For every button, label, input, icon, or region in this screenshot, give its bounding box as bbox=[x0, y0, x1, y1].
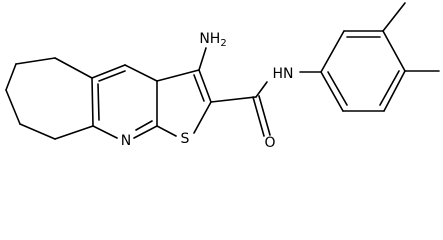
bond bbox=[198, 69, 212, 103]
thiophene-ring bbox=[156, 69, 212, 137]
bond bbox=[156, 125, 177, 137]
bond bbox=[124, 64, 158, 82]
bond bbox=[382, 30, 406, 72]
cycloheptane-ring bbox=[5, 57, 94, 140]
amine-subscript: 2 bbox=[220, 38, 226, 49]
bond bbox=[193, 101, 212, 134]
bond bbox=[54, 125, 94, 140]
bond bbox=[210, 96, 257, 103]
bond bbox=[97, 83, 100, 121]
bond bbox=[5, 63, 17, 91]
bond bbox=[91, 77, 94, 127]
bond bbox=[258, 95, 271, 136]
dimethylphenyl-ring bbox=[299, 2, 440, 112]
molecule-structure: NH2 HN O S N bbox=[5, 2, 440, 151]
bond bbox=[54, 57, 93, 79]
bond bbox=[193, 74, 205, 102]
bond bbox=[327, 71, 348, 106]
bond bbox=[252, 96, 265, 137]
bond bbox=[133, 125, 158, 139]
bond bbox=[383, 70, 406, 112]
bond bbox=[15, 57, 56, 65]
bond bbox=[320, 71, 344, 112]
carboxamide-group bbox=[210, 81, 271, 137]
carbonyl-oxygen-label: O bbox=[264, 135, 275, 151]
pyridine-nitrogen-label: N bbox=[121, 133, 131, 149]
bond bbox=[320, 30, 345, 73]
bond bbox=[156, 69, 200, 82]
bond bbox=[379, 70, 400, 106]
bond bbox=[135, 120, 153, 131]
bond bbox=[98, 70, 126, 82]
pyridine-ring bbox=[91, 64, 158, 139]
thiophene-sulfur-label: S bbox=[181, 131, 190, 147]
methyl-bond bbox=[382, 2, 406, 32]
amine-label: NH2 bbox=[199, 31, 226, 49]
amino-substituent bbox=[198, 47, 207, 71]
bond bbox=[19, 123, 56, 140]
bond bbox=[91, 64, 126, 79]
bond bbox=[198, 47, 207, 71]
bond bbox=[5, 89, 21, 125]
bond bbox=[255, 81, 268, 98]
amide-nh-label: HN bbox=[273, 66, 294, 82]
bond bbox=[92, 125, 118, 139]
